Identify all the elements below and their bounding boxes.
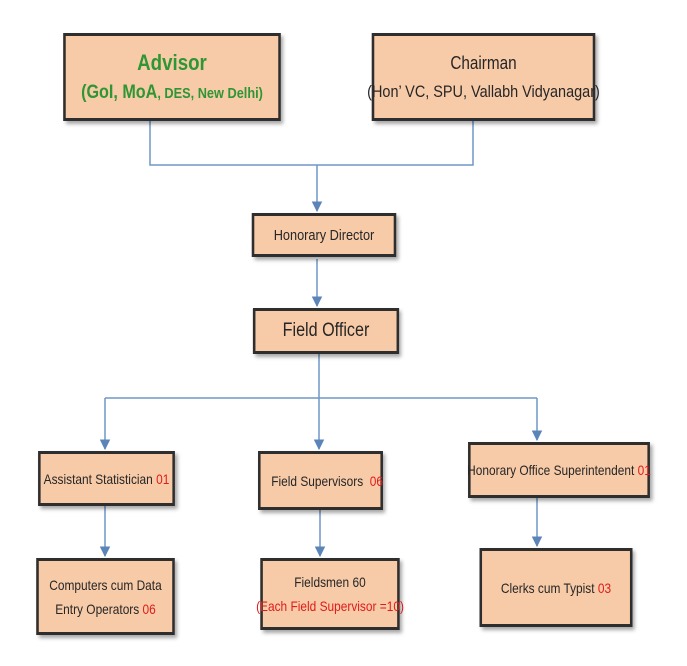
computers-operators-box: Computers cum Data Entry Operators 06 [36, 558, 175, 635]
fieldsmen-line2: (Each Field Supervisor =10) [256, 598, 404, 614]
field-supervisors-text: Field Supervisors [271, 472, 370, 489]
clerks-text: Clerks cum Typist [500, 579, 598, 596]
office-superintendent-label: Honorary Office Superintendent 01 [467, 462, 651, 478]
assistant-statistician-count: 01 [156, 470, 170, 487]
chairman-box: Chairman (Hon’ VC, SPU, Vallabh Vidyanag… [367, 33, 600, 121]
office-superintendent-box: Honorary Office Superintendent 01 [467, 442, 651, 498]
field-officer-label: Field Officer [282, 320, 370, 341]
field-supervisors-label: Field Supervisors 06 [258, 457, 383, 505]
chairman-subtitle: (Hon’ VC, SPU, Vallabh Vidyanagar) [367, 81, 600, 101]
clerks-count: 03 [597, 579, 612, 596]
advisor-subtitle-part-a: (GoI, MoA [81, 82, 158, 103]
computers-operators-text: Entry Operators [55, 600, 143, 617]
office-superintendent-count: 01 [637, 462, 651, 478]
computers-operators-line1: Computers cum Data [49, 576, 162, 593]
field-supervisors-box: Field Supervisors 06 [258, 451, 383, 510]
chairman-title: Chairman [450, 52, 517, 73]
clerks-box: Clerks cum Typist 03 [479, 548, 633, 627]
honorary-director-label: Honorary Director [273, 226, 375, 244]
advisor-subtitle-part-b: , DES, New Delhi) [157, 85, 263, 102]
advisor-title: Advisor [137, 50, 207, 75]
advisor-box: Advisor (GoI, MoA, DES, New Delhi) [63, 33, 281, 121]
field-supervisors-count: 06 [369, 472, 384, 489]
fieldsmen-line1: Fieldsmen 60 [294, 574, 366, 590]
honorary-director-box: Honorary Director [251, 213, 397, 257]
field-officer-box: Field Officer [252, 308, 400, 354]
assistant-statistician-text: Assistant Statistician [43, 470, 157, 487]
assistant-statistician-box: Assistant Statistician 01 [38, 451, 175, 506]
computers-operators-count: 06 [142, 600, 156, 617]
clerks-label: Clerks cum Typist 03 [501, 580, 611, 596]
fieldsmen-box: Fieldsmen 60 (Each Field Supervisor =10) [256, 558, 404, 630]
assistant-statistician-label: Assistant Statistician 01 [44, 471, 170, 487]
office-superintendent-text: Honorary Office Superintendent [467, 462, 638, 478]
advisor-chairman-connector [149, 121, 474, 166]
field-officer-branch [105, 354, 537, 399]
computers-operators-line2: Entry Operators 06 [55, 601, 156, 617]
advisor-subtitle: (GoI, MoA, DES, New Delhi) [81, 82, 263, 104]
